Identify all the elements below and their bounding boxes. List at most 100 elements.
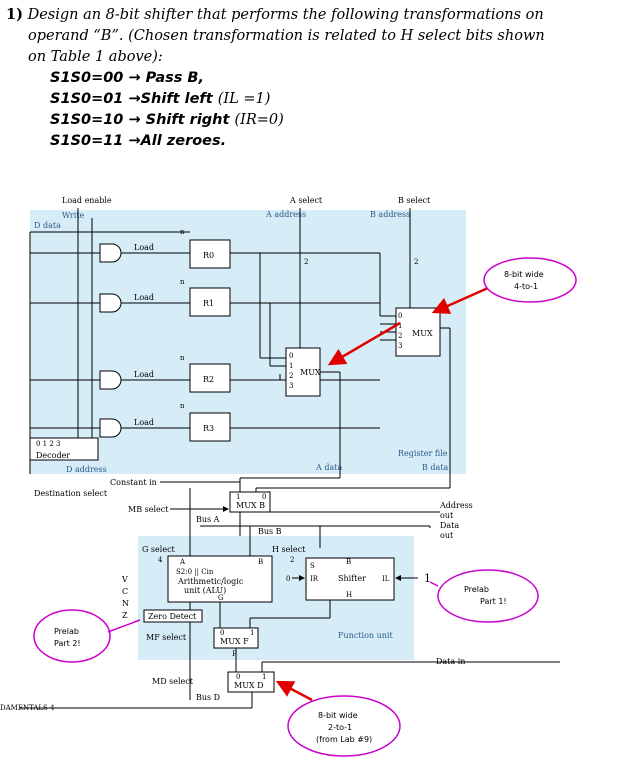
ir-zero-input: 0 [286, 575, 290, 583]
flag-v: V [121, 575, 128, 584]
shifter-h-label: H [346, 591, 352, 599]
b-mux-in-3: 3 [398, 342, 402, 350]
and-gate-3 [99, 418, 122, 438]
cloud-prelab-1: Prelab Part 1! [437, 569, 539, 623]
and-gate-0 [99, 243, 122, 263]
register-r1-label: R1 [203, 299, 214, 308]
operation-row-2: S1S0=10 → Shift right (IR=0) [50, 112, 284, 128]
question-line-1: 1) Design an 8-bit shifter that performs… [6, 4, 624, 26]
and-gate-2 [99, 370, 122, 390]
h-select-width: 2 [290, 556, 294, 564]
flag-c: C [122, 587, 128, 596]
task-description: 1) Design an 8-bit shifter that performs… [6, 4, 624, 152]
d-address-label: D address [66, 465, 107, 474]
alu-output-g: G [218, 594, 224, 602]
and-gate-1 [99, 293, 122, 313]
g-select-width: 4 [158, 556, 163, 564]
load-label-0: Load [134, 243, 154, 252]
bus-a-label: Bus A [196, 515, 220, 524]
mux-b-box [229, 491, 271, 513]
mux-f-output: F [232, 650, 237, 658]
registers [189, 239, 231, 442]
a-select-width: 2 [304, 258, 308, 266]
operation-row-0: S1S0=00 → Pass B, [50, 70, 204, 86]
register-r2 [189, 363, 231, 393]
mb-select-label: MB select [128, 505, 169, 514]
operation-row-1: S1S0=01 →Shift left (IL =1) [50, 91, 271, 107]
n-label-r2: n [180, 354, 185, 362]
cloud-mux-d-note: 8-bit wide 2-to-1 (from Lab #9) [287, 695, 401, 757]
zero-detect-box [143, 609, 203, 623]
alu-name-1: Arithmetic/logic [177, 577, 244, 586]
bus-b-label: Bus B [258, 527, 282, 536]
d-data-label: D data [34, 221, 61, 230]
b-mux-in-1: 1 [398, 322, 402, 330]
data-out-sub: out [440, 531, 454, 540]
b-data-label: B data [422, 463, 449, 472]
alu-box [167, 555, 273, 603]
alu-input-a: A [179, 558, 186, 566]
b-address-label: B address [370, 210, 410, 219]
alu-input-b: B [258, 558, 263, 566]
mux-b-in-0: 0 [262, 493, 266, 501]
prelab1-pointer [429, 581, 439, 587]
a-mux-in-3: 3 [289, 382, 293, 390]
muxd-note-line3: (from Lab #9) [316, 735, 372, 744]
a-data-label: A data [315, 463, 342, 472]
alu-name-2: unit (ALU) [184, 586, 226, 595]
n-label-r3: n [180, 402, 185, 410]
prelab1-line1: Prelab [464, 585, 489, 594]
decoder-bits: 0 1 2 3 [36, 440, 61, 448]
load-label-2: Load [134, 370, 154, 379]
prelab2-line2: Part 2! [54, 639, 81, 648]
mux-d-callout-arrow [275, 680, 313, 702]
register-r1 [189, 287, 231, 317]
shifter-s-label: S [310, 562, 315, 570]
left-cut-text: DAMENTALS 4 [0, 704, 55, 712]
b-mux-in-2: 2 [398, 332, 402, 340]
register-r0 [189, 239, 231, 269]
data-out-label: Data [440, 521, 459, 530]
alu-select-label: S2:0 || Cin [176, 568, 214, 576]
b-mux-in-0: 0 [398, 312, 402, 320]
md-select-label: MD select [152, 677, 194, 686]
n-label-r1: n [180, 278, 185, 286]
shifter-label: Shifter [338, 574, 366, 583]
shifter-il-label: IL [382, 575, 390, 583]
b-select-width: 2 [414, 258, 418, 266]
register-r2-label: R2 [203, 375, 214, 384]
mux-f-in-1: 1 [250, 629, 254, 637]
load-enable-label: Load enable [62, 196, 112, 205]
mf-select-label: MF select [146, 633, 187, 642]
flag-n: N [122, 599, 129, 608]
a-mux-callout-arrow [327, 321, 401, 366]
load-label-3: Load [134, 418, 154, 427]
zero-detect-label: Zero Detect [148, 612, 197, 621]
n-label-r0: n [180, 228, 185, 236]
cloud-prelab-2: Prelab Part 2! [33, 609, 111, 663]
cloud-mux-note: 8-bit wide 4-to-1 [483, 257, 577, 303]
mux-d-box [227, 671, 275, 693]
prelab2-pointer [107, 619, 141, 633]
question-line-2: operand “B”. (Chosen transformation is r… [28, 28, 545, 44]
mux-d-label: MUX D [234, 681, 264, 690]
bus-d-label: Bus D [196, 693, 220, 702]
prelab1-line2: Part 1! [480, 597, 507, 606]
a-mux-in-2: 2 [289, 372, 293, 380]
flag-z: Z [122, 611, 128, 620]
il-value-annotation: 1 [424, 572, 431, 585]
mux-f-box [213, 627, 259, 649]
b-mux-label: MUX [412, 329, 433, 338]
register-r3 [189, 412, 231, 442]
mux-note-line1: 8-bit wide [504, 270, 544, 279]
mux-f-in-0: 0 [220, 629, 224, 637]
load-gates [99, 243, 122, 438]
muxd-note-line1: 8-bit wide [318, 711, 358, 720]
question-number: 1) [6, 6, 23, 23]
a-mux-box [285, 347, 321, 397]
shifter-b-label: B [346, 558, 351, 566]
b-mux-callout-arrow [431, 286, 489, 314]
shifter-box [305, 557, 395, 601]
operation-row-3: S1S0=11 →All zeroes. [50, 133, 227, 149]
mux-d-in-0: 0 [236, 673, 240, 681]
